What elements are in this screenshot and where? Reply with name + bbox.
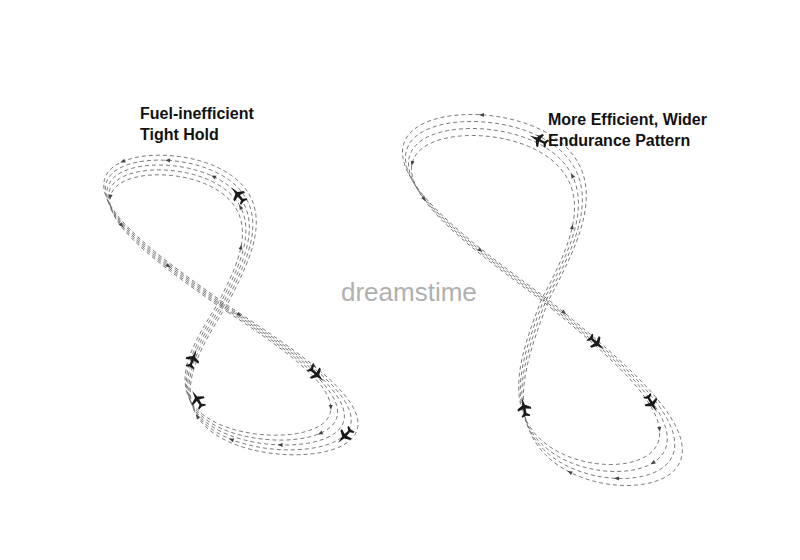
airplane-icon bbox=[305, 363, 328, 386]
flight-path bbox=[108, 170, 337, 440]
direction-arrowhead bbox=[410, 161, 415, 167]
airplane-icon bbox=[515, 396, 532, 418]
airplane-icon bbox=[226, 183, 249, 207]
pattern-heading: More Efficient, Wider Endurance Pattern bbox=[548, 110, 753, 152]
direction-arrowhead bbox=[614, 476, 619, 480]
direction-arrowhead bbox=[317, 431, 323, 437]
direction-arrowhead bbox=[650, 460, 656, 466]
watermark: dreamstime bbox=[338, 276, 480, 310]
direction-arrowhead bbox=[120, 159, 126, 165]
pattern-heading: Fuel-inefficient Tight Hold bbox=[140, 104, 280, 146]
flight-path bbox=[105, 160, 351, 450]
direction-arrowhead bbox=[239, 244, 244, 250]
flight-path bbox=[107, 165, 345, 445]
direction-arrowhead bbox=[329, 405, 333, 410]
direction-arrowhead bbox=[657, 427, 662, 432]
direction-arrowhead bbox=[561, 310, 567, 316]
direction-arrowhead bbox=[567, 469, 573, 475]
direction-arrowhead bbox=[479, 113, 484, 117]
direction-arrowhead bbox=[570, 224, 575, 230]
airplane-icon bbox=[585, 332, 609, 355]
direction-arrowhead bbox=[194, 413, 200, 419]
direction-arrowhead bbox=[210, 174, 216, 180]
airplane-icon bbox=[333, 424, 356, 447]
airplane-icon bbox=[641, 392, 663, 416]
direction-arrowhead bbox=[228, 437, 234, 443]
direction-arrowhead bbox=[278, 443, 283, 447]
tight-hold-pattern bbox=[104, 155, 358, 455]
airplane-icon bbox=[527, 129, 550, 150]
airplane-icon bbox=[186, 387, 208, 411]
direction-arrowhead bbox=[237, 204, 243, 210]
airplane-icon bbox=[183, 347, 203, 370]
direction-arrowhead bbox=[569, 172, 575, 178]
direction-arrowhead bbox=[165, 158, 170, 162]
flight-path bbox=[104, 155, 358, 455]
flight-path bbox=[110, 175, 331, 435]
